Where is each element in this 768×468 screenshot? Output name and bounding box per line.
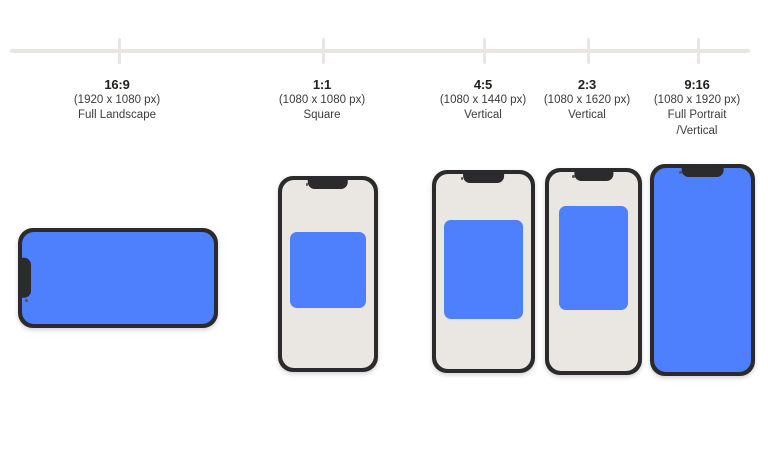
ruler-baseline — [10, 49, 750, 53]
format-ratio-16-9: 16:9 — [104, 77, 130, 92]
device-mockup-1-1[interactable] — [278, 176, 378, 372]
aspect-ratio-ruler — [0, 0, 768, 70]
device-notch-2-3 — [573, 172, 614, 181]
format-ratio-9-16: 9:16 — [684, 77, 710, 92]
format-dimensions-1-1: (1080 x 1080 px) — [278, 94, 366, 107]
format-ratio-4-5: 4:5 — [473, 77, 493, 92]
ruler-tick-4-5 — [483, 38, 486, 64]
content-area-2-3 — [559, 206, 628, 310]
format-labels: 16:9 (1920 x 1080 px) Full Landscape 1:1… — [0, 0, 768, 150]
device-mockup-2-3[interactable] — [545, 168, 642, 375]
device-mockup-4-5[interactable] — [432, 170, 535, 373]
format-label-16-9: 16:9 (1920 x 1080 px) Full Landscape — [74, 76, 160, 124]
format-label-9-16: 9:16 (1080 x 1920 px) Full Portrait /Ver… — [654, 76, 740, 139]
device-notch-4-5 — [462, 174, 505, 183]
device-screen-16-9 — [22, 232, 214, 324]
device-screen-2-3 — [549, 172, 638, 371]
ruler-tick-16-9 — [118, 38, 121, 64]
front-camera-icon-2-3 — [572, 175, 575, 178]
ruler-tick-9-16 — [697, 38, 700, 64]
format-description-4-5: Vertical — [464, 109, 502, 122]
format-ratio-1-1: 1:1 — [312, 77, 332, 92]
format-dimensions-16-9: (1920 x 1080 px) — [73, 94, 161, 107]
format-label-1-1: 1:1 (1080 x 1080 px) Square — [279, 76, 365, 124]
front-camera-icon-1-1 — [305, 183, 309, 186]
device-mockup-9-16[interactable] — [650, 164, 755, 376]
device-notch-1-1 — [307, 180, 349, 189]
format-label-2-3: 2:3 (1080 x 1620 px) Vertical — [544, 76, 630, 124]
device-notch-16-9 — [22, 257, 31, 299]
device-screen-1-1 — [282, 180, 374, 368]
format-description-2-3: Vertical — [568, 109, 606, 122]
front-camera-icon-16-9 — [25, 299, 28, 302]
format-label-4-5: 4:5 (1080 x 1440 px) Vertical — [440, 76, 526, 124]
format-dimensions-4-5: (1080 x 1440 px) — [439, 94, 527, 107]
front-camera-icon-9-16 — [679, 171, 682, 174]
ruler-tick-1-1 — [322, 38, 325, 64]
format-description-1-1: Square — [303, 109, 341, 122]
device-notch-9-16 — [681, 168, 724, 177]
device-screen-9-16 — [654, 168, 751, 372]
device-screen-4-5 — [436, 174, 531, 369]
format-description-16-9: Full Landscape — [78, 109, 156, 122]
format-ratio-2-3: 2:3 — [577, 77, 597, 92]
content-area-1-1 — [290, 232, 366, 308]
format-dimensions-2-3: (1080 x 1620 px) — [543, 94, 631, 107]
front-camera-icon-4-5 — [460, 177, 464, 180]
ruler-tick-2-3 — [587, 38, 590, 64]
content-area-4-5 — [444, 220, 523, 319]
format-description-9-16-line2: /Vertical — [676, 124, 718, 137]
format-dimensions-9-16: (1080 x 1920 px) — [653, 94, 741, 107]
device-mockup-16-9[interactable] — [18, 228, 218, 328]
format-description-9-16: Full Portrait — [667, 109, 727, 122]
